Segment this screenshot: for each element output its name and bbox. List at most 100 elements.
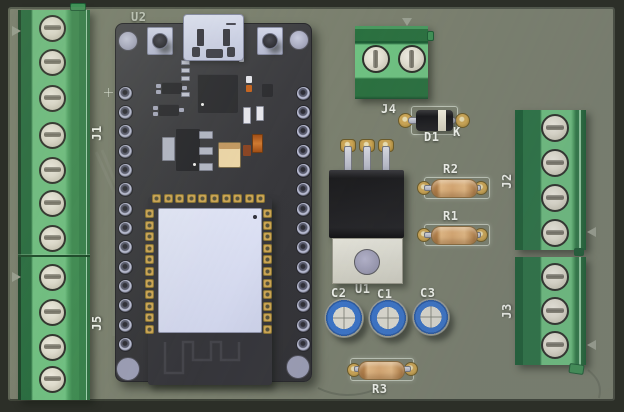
ref-label-j5: J5 [90,315,104,331]
header-socket [118,240,133,256]
terminal-screw [38,263,66,291]
transistor-lead [156,84,161,88]
usb-shell-cutout [192,47,200,57]
transistor-lead [156,90,161,94]
screw-slot [43,167,61,172]
header-socket [296,279,311,294]
terminal-screw [541,149,569,177]
screw-slot [43,344,61,349]
regulator-lead [199,131,213,139]
capacitor-c1 [368,298,408,338]
button-cap [262,33,278,49]
transistor-lead [182,86,187,90]
resistor-body-r3 [358,361,405,380]
capacitor-vent [333,307,355,329]
screw-slot [43,59,61,64]
castellated-pad [263,278,272,288]
terminal-screw [38,333,66,361]
header-socket [296,124,311,140]
terminal-screw [38,189,66,217]
terminal-screw [541,114,569,142]
castellated-pad [210,194,219,203]
header-socket [296,162,311,178]
transistor-lead [153,112,158,116]
screw-slot [546,160,564,165]
header-socket [296,143,311,159]
ref-label-r1: R1 [443,209,459,223]
screw-slot [546,125,564,130]
pin1-arrow-j3 [587,340,596,350]
module-rf-shield [158,208,262,333]
usb-uart-chip [197,74,238,113]
sot23-transistor [161,82,182,94]
tantalum-polarity-band [219,143,240,149]
header-socket [118,220,133,236]
castellated-pad [145,255,154,265]
boot-button [147,27,173,55]
terminal-screw [541,219,569,247]
antenna-meander [163,340,241,375]
fiducial-cross [104,88,113,97]
header-socket [118,201,133,217]
sot23-transistor [158,104,179,116]
castellated-pad [145,209,154,218]
screw-slot [409,50,414,68]
sot223-regulator [175,128,200,171]
pin1-arrow-j2 [587,227,596,237]
to220-lead [382,146,390,173]
screw-slot [43,132,61,137]
screw-slot [546,274,564,279]
header-socket [118,162,133,178]
castellated-pad [263,301,272,311]
castellated-pad [145,243,154,253]
castellated-pad [263,243,272,253]
ref-label-c1: C1 [377,287,393,301]
header-socket [296,259,311,275]
header-socket [118,104,133,120]
shield-pin1-dot [253,215,257,219]
castellated-pad [145,220,154,230]
smd-passive [181,92,190,97]
usb-contact [197,29,204,46]
castellated-pad [263,325,272,334]
header-socket [118,85,133,101]
terminal-lock-tab [574,248,584,256]
to220-tab-hole [354,249,380,275]
screw-slot [546,195,564,200]
pin1-arrow-j5 [12,272,21,282]
smd-passive [246,85,252,92]
screw-slot [546,342,564,347]
terminal-screw [541,263,569,291]
screw-slot [43,95,61,100]
castellated-pad [244,194,254,203]
castellated-pad [145,232,154,242]
terminal-screw [38,365,66,393]
castellated-pad [263,313,272,323]
castellated-pad [145,301,154,311]
castellated-pad [175,194,185,203]
ref-label-j1: J1 [90,125,104,141]
resistor-body-r2 [431,179,478,198]
header-socket [118,298,133,314]
diode-body [416,110,453,131]
header-socket [118,143,133,159]
header-socket [296,317,311,333]
transistor-lead [179,108,184,112]
ref-label-j2: J2 [500,173,514,189]
usb-contact [223,29,230,46]
header-socket [296,337,311,353]
terminal-screw [38,298,66,326]
terminal-lock-tab [427,31,434,41]
regulator-lead [199,163,213,171]
smd-passive [246,76,252,83]
screw-slot [43,200,61,205]
mounting-hole [118,31,138,51]
ref-label-c3: C3 [420,286,436,300]
pin1-arrow-j4 [402,18,412,26]
terminal-screw [541,331,569,359]
terminal-screw [362,45,390,73]
capacitor-c3 [412,298,450,336]
smd-passive [181,76,190,81]
castellated-pad [233,194,243,203]
